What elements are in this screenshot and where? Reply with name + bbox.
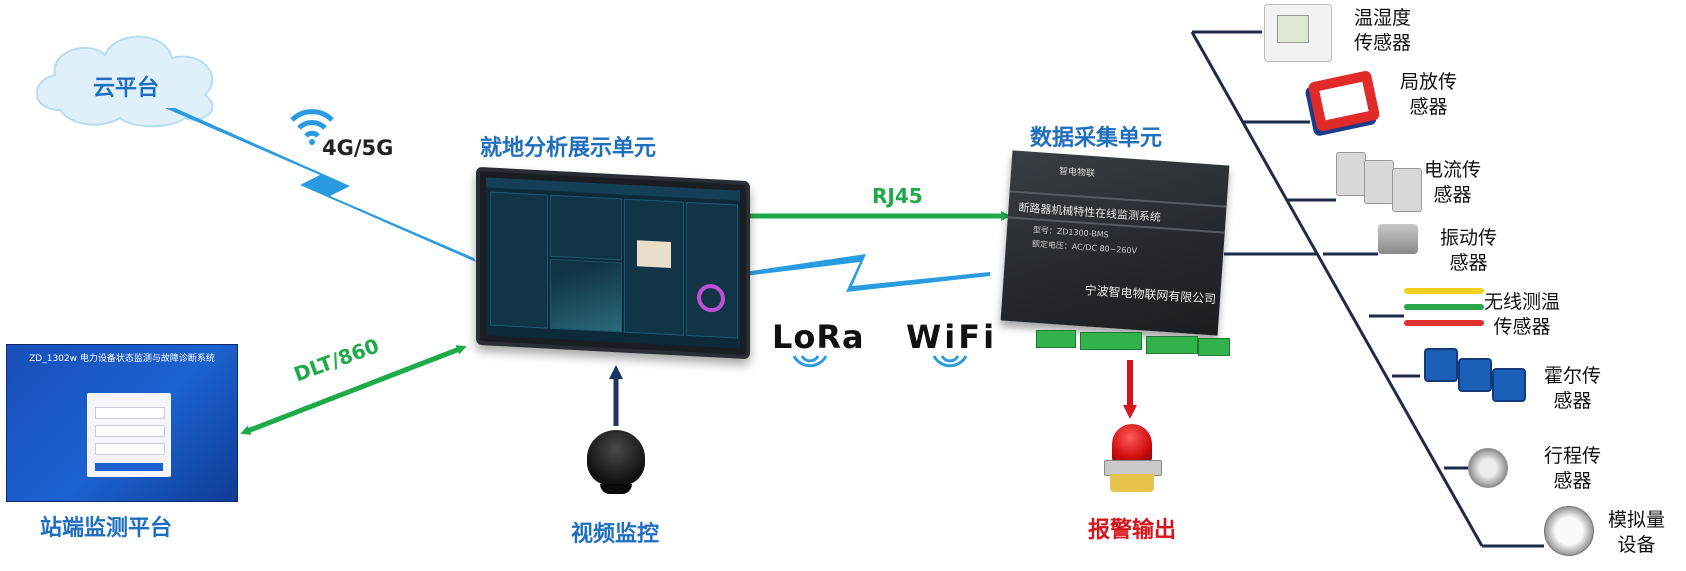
- station-screen-title: ZD_1302w 电力设备状态监测与故障诊断系统: [29, 354, 215, 364]
- login-username-field: [95, 407, 165, 419]
- sensor-label-temp-humidity: 温湿度 传感器: [1354, 7, 1412, 54]
- dlt860-arrow: [240, 345, 467, 435]
- dashboard-sidebar: [490, 191, 548, 329]
- hall-sensor-icon: [1424, 348, 1458, 382]
- video-monitor-label: 视频监控: [571, 522, 660, 547]
- wifi-icon: [290, 109, 334, 145]
- alarm-light-icon: [1112, 424, 1152, 462]
- vibration-sensor-icon: [1378, 224, 1418, 254]
- login-code-field: [95, 443, 165, 455]
- cellular-lightning-link: [165, 108, 476, 262]
- dashboard-gauge-card: [686, 201, 738, 339]
- hygro-display: [1277, 15, 1309, 43]
- wireless-lightning-link: [744, 254, 990, 292]
- cloud-platform-label: 云平台: [93, 76, 160, 101]
- rj45-label: RJ45: [872, 184, 923, 208]
- terminal-block: [1198, 338, 1230, 356]
- collector-voltage: 额定电压：AC/DC 80~260V: [1031, 239, 1138, 256]
- sensor-label-vibration: 振动传 感器: [1440, 227, 1498, 274]
- sensor-label-wireless-temp: 无线测温 传感器: [1484, 291, 1561, 338]
- wireless-temp-sensor-icon: [1404, 320, 1484, 326]
- lora-label: LoRa: [772, 318, 865, 356]
- terminal-block: [1146, 336, 1198, 354]
- wireless-temp-sensor-icon: [1404, 288, 1484, 294]
- temp-humidity-sensor-icon: [1264, 4, 1332, 62]
- alarm-output-label: 报警输出: [1088, 518, 1177, 543]
- display-unit-label: 就地分析展示单元: [480, 136, 657, 161]
- gauge-ring-icon: [697, 283, 725, 313]
- wifi-label: WiFi: [906, 318, 998, 356]
- data-collection-unit: 智电物联 断路器机械特性在线监测系统 型号：ZD1300-BMS 额定电压：AC…: [1000, 150, 1230, 336]
- lora-signal-icon: [792, 355, 828, 368]
- dashboard-screen: [486, 177, 740, 349]
- current-sensor-icon: [1364, 160, 1394, 204]
- current-sensor-icon: [1336, 152, 1366, 196]
- hall-sensor-icon: [1458, 358, 1492, 392]
- collector-company: 宁波智电物联网有限公司: [1084, 283, 1217, 307]
- collector-brand: 智电物联: [1058, 166, 1096, 180]
- sensor-label-travel: 行程传 感器: [1544, 445, 1602, 492]
- sensor-label-hall: 霍尔传 感器: [1544, 365, 1602, 412]
- dashboard-card: [550, 194, 622, 261]
- dashboard-device-card: [624, 198, 684, 336]
- camera-icon: [587, 430, 645, 486]
- sensor-bus: [1190, 30, 1544, 548]
- sensor-label-analog: 模拟量 设备: [1608, 509, 1666, 556]
- cellular-link-label: 4G/5G: [322, 136, 394, 160]
- device-model-icon: [637, 240, 671, 269]
- login-panel: [87, 393, 171, 477]
- wifi-signal-icon: [932, 355, 968, 368]
- alarm-light-foot: [1110, 474, 1154, 492]
- current-sensor-icon: [1392, 168, 1422, 212]
- dashboard-chart-card: [550, 258, 622, 333]
- wireless-temp-sensor-icon: [1404, 304, 1484, 310]
- display-unit-monitor: [476, 166, 750, 360]
- collector-label: 数据采集单元: [1030, 126, 1163, 151]
- sensor-label-partial-discharge: 局放传 感器: [1400, 71, 1458, 118]
- hall-sensor-icon: [1492, 368, 1526, 402]
- terminal-block: [1036, 330, 1076, 348]
- camera-base: [600, 484, 632, 494]
- pd-window: [1319, 81, 1369, 121]
- analog-device-icon: [1544, 506, 1594, 556]
- terminal-block: [1080, 332, 1142, 350]
- cloud-icon: [35, 35, 214, 128]
- login-button: [95, 463, 163, 471]
- station-platform-label: 站端监测平台: [40, 516, 173, 541]
- sensor-label-current: 电流传 感器: [1424, 159, 1482, 206]
- station-platform-screenshot: ZD_1302w 电力设备状态监测与故障诊断系统: [6, 344, 238, 502]
- travel-sensor-icon: [1468, 448, 1508, 488]
- login-password-field: [95, 425, 165, 437]
